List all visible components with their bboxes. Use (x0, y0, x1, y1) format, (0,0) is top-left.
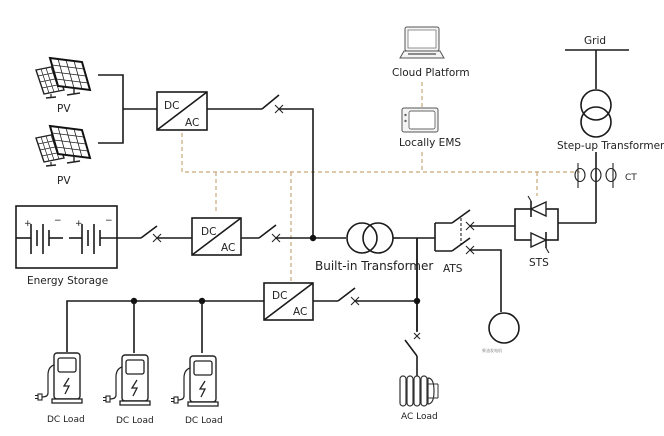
cloud-platform-label: Cloud Platform (392, 67, 470, 79)
builtin-transformer-label: Built-in Transformer (315, 259, 433, 273)
step-up-transformer-label: Step-up Transformer (557, 140, 664, 152)
pv-inverter-ac-label: AC (185, 117, 199, 129)
ats-label: ATS (443, 263, 463, 275)
battery-2-minus: − (105, 216, 113, 226)
ems-icon (401, 107, 439, 133)
dc-load-3-icon (170, 355, 219, 407)
sts-label: STS (529, 257, 549, 269)
pv-1-label: PV (57, 103, 71, 115)
builtin-transformer-icon (346, 222, 394, 254)
ac-load-icon (399, 375, 439, 407)
ac-load-breaker (404, 332, 421, 376)
ems-label: Locally EMS (399, 137, 461, 149)
pv-2-label: PV (57, 175, 71, 187)
generator-label: 柴油发电机 (482, 347, 502, 353)
storage-breaker (117, 225, 192, 243)
ats-switch (400, 209, 515, 312)
ac-bus-junction (309, 234, 317, 242)
load-ac-breaker (313, 287, 417, 306)
storage-inverter-dc-label: DC (201, 226, 216, 238)
pv-combiner-wire (98, 74, 124, 144)
dc-load-1-icon (34, 352, 83, 404)
dc-load-2-icon (102, 354, 151, 406)
battery-1-plus: + (24, 219, 32, 229)
storage-inverter-ac-label: AC (221, 242, 235, 254)
ac-load-label: AC Load (401, 412, 438, 422)
comm-lines (181, 82, 580, 283)
generator-icon (488, 312, 520, 344)
storage-inverter: DC AC (191, 217, 242, 256)
dc-load-1-label: DC Load (47, 415, 85, 425)
load-inverter: DC AC (263, 282, 314, 321)
dc-load-3-label: DC Load (185, 416, 223, 426)
sts-icon (514, 195, 559, 254)
ct-label: CT (625, 173, 637, 183)
pv-array-2 (35, 125, 91, 167)
grid-label: Grid (584, 35, 606, 47)
pv-array-1 (35, 57, 91, 99)
ct-icon (574, 163, 617, 188)
pv-breaker (207, 94, 314, 238)
cloud-platform-icon (399, 26, 445, 59)
load-inverter-ac-label: AC (293, 306, 307, 318)
step-up-transformer-icon (580, 89, 612, 138)
storage-ac-breaker (241, 224, 346, 243)
dc-load-2-label: DC Load (116, 416, 154, 426)
ac-load-junction (413, 297, 421, 305)
battery-2-plus: + (75, 219, 83, 229)
dc-load-bus (66, 300, 264, 352)
battery-1-minus: − (54, 216, 62, 226)
pv-inverter-dc-label: DC (164, 100, 179, 112)
load-inverter-dc-label: DC (272, 290, 287, 302)
energy-storage-label: Energy Storage (27, 275, 108, 287)
pv-inverter: DC AC (156, 91, 208, 131)
energy-storage-box: + − + − (15, 205, 118, 269)
